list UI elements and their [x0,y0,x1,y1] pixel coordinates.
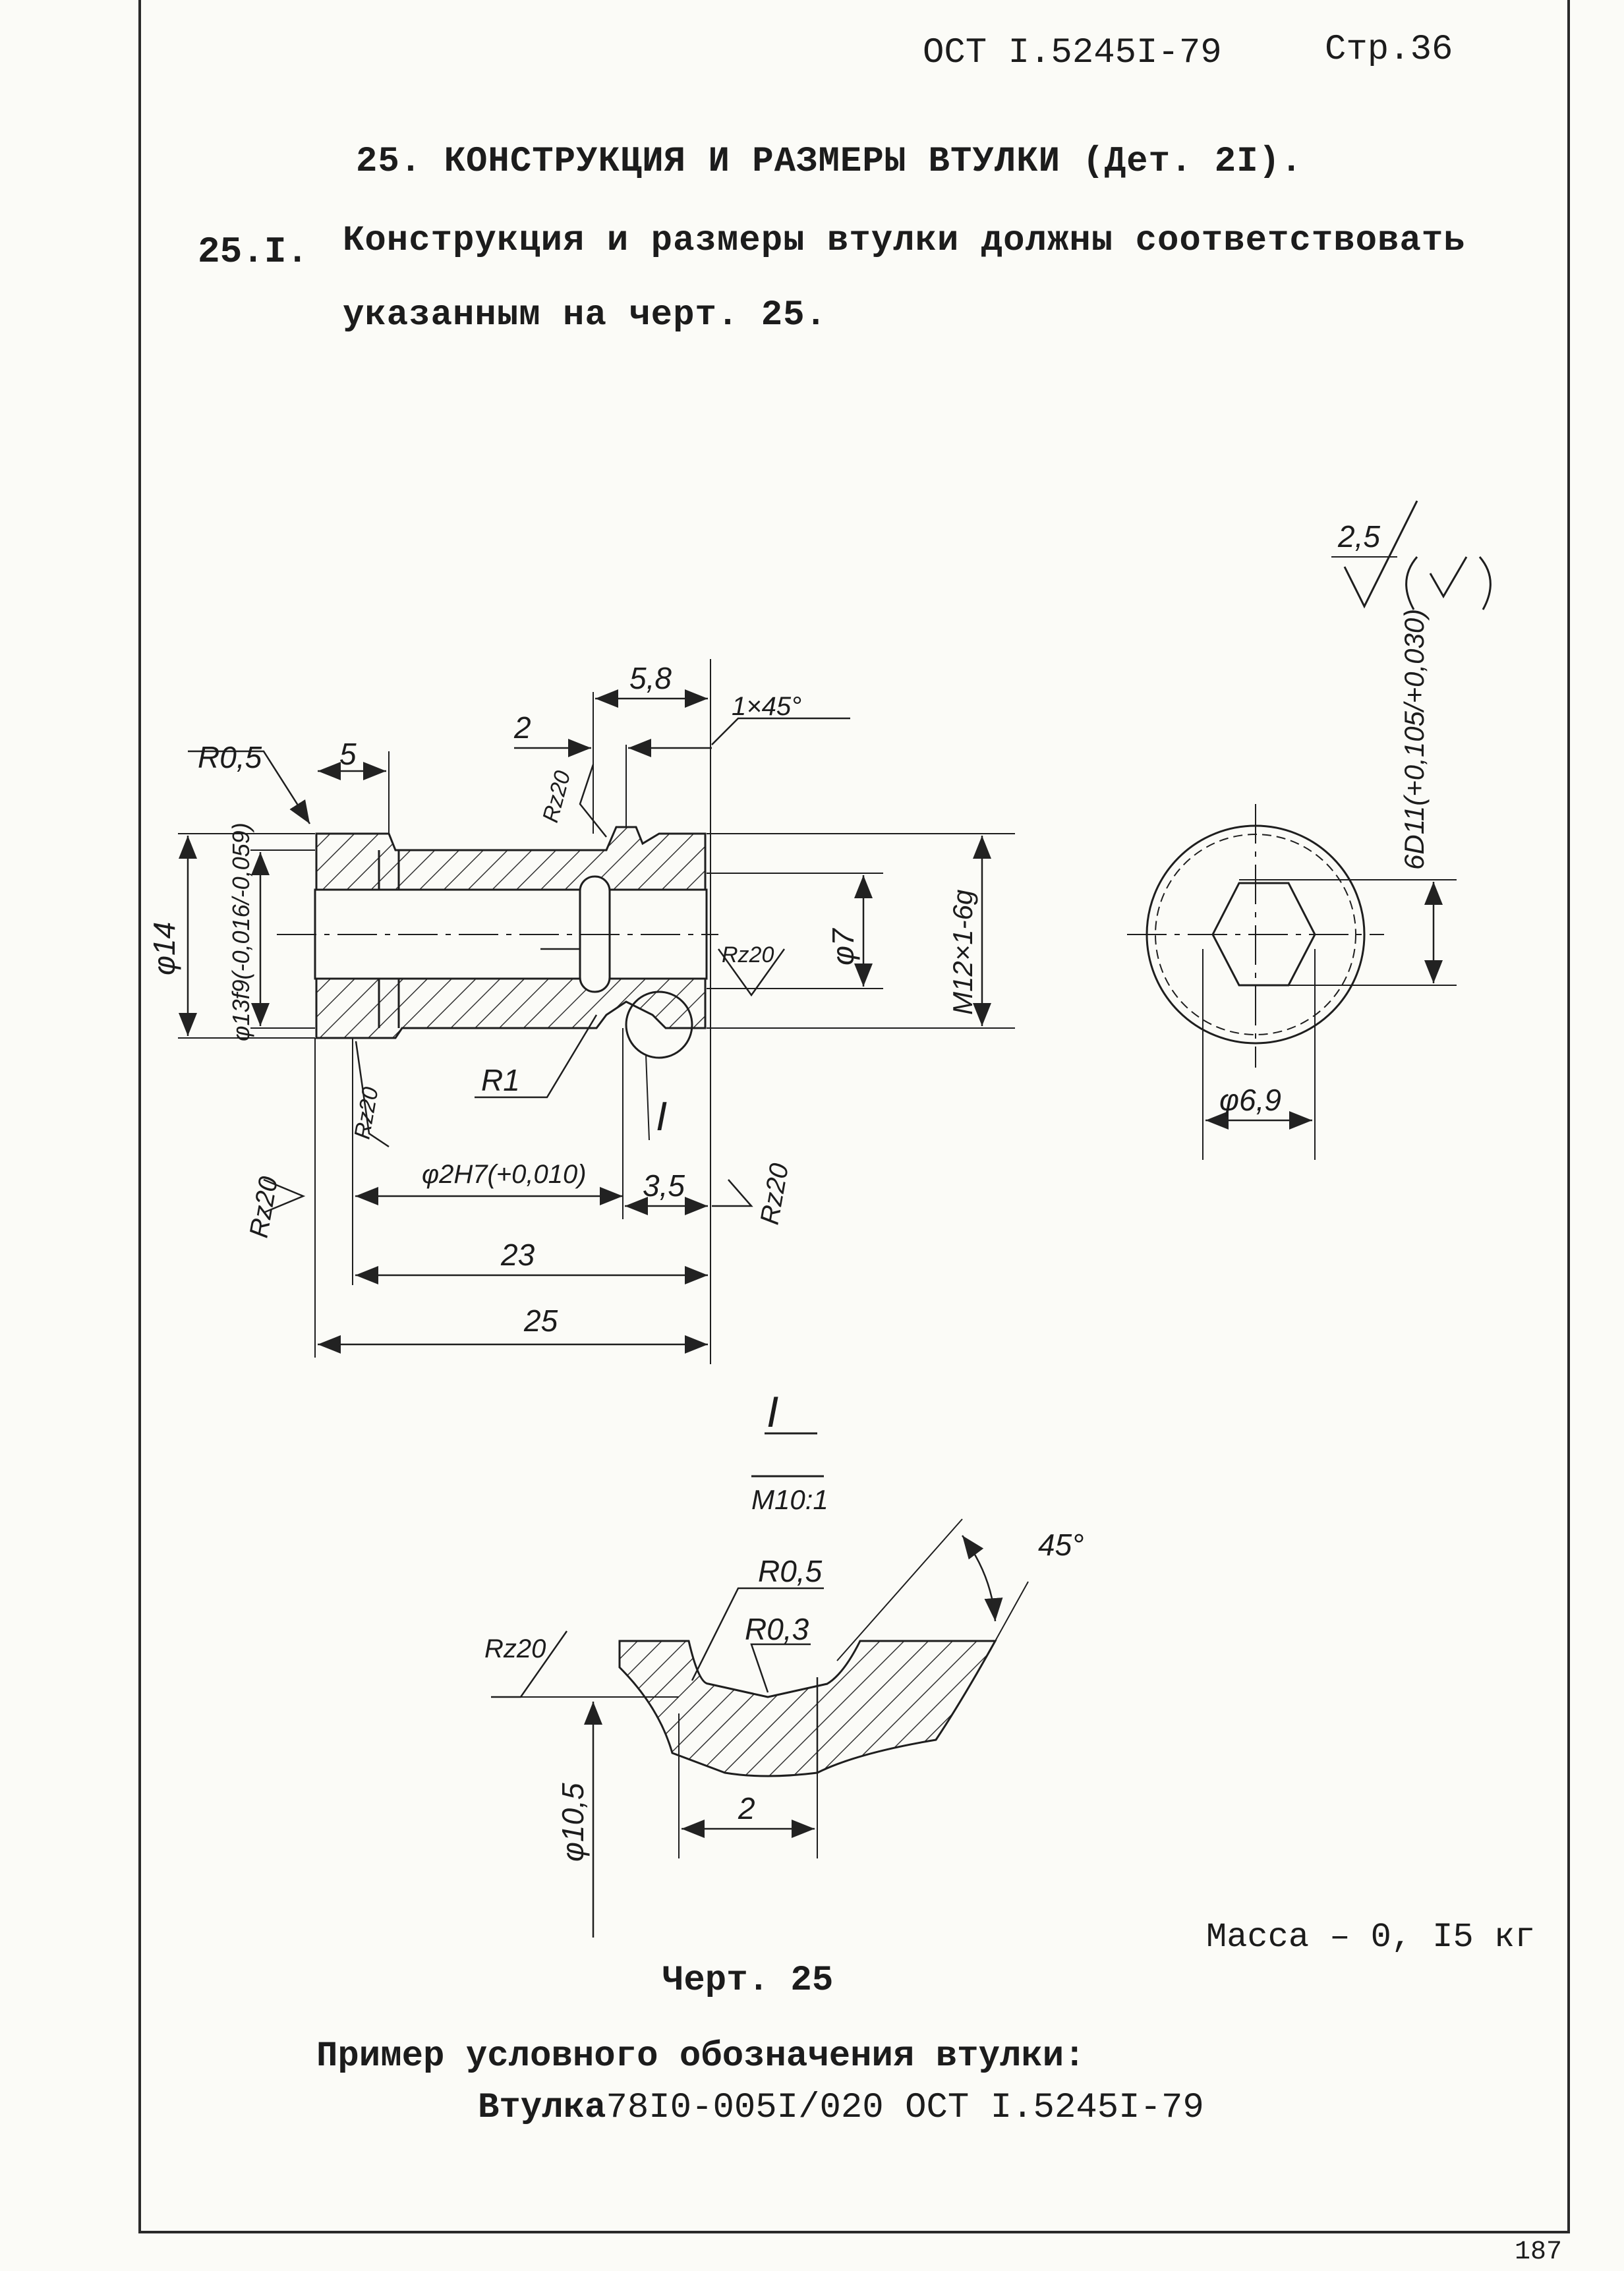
side-view [1127,804,1457,1160]
detail-rz20: Rz20 [484,1634,546,1663]
example-title: Пример условного обозначения втулки: [316,2036,1086,2077]
page-frame [138,0,1570,2233]
detail-label: I [767,1387,778,1436]
roughness-symbol [1331,500,1492,610]
paragraph-number: 25.I. [198,231,309,273]
dim-d6-9: φ6,9 [1219,1083,1281,1117]
mass-label: Масса – 0, I5 кг [1206,1918,1536,1957]
page-number: 187 [1515,2237,1563,2267]
dim-d14: φ14 [147,922,181,975]
dim-d13: φ13f9(-0,016/-0,059) [227,822,254,1041]
dim-chamfer: 1×45° [732,692,801,721]
detail-scale: М10:1 [751,1484,828,1515]
view-label-I: I [656,1094,667,1139]
rz20-right: Rz20 [755,1161,795,1227]
main-view [277,826,718,1059]
rz20-bore: Rz20 [538,768,575,825]
dim-25: 25 [523,1304,558,1338]
example-value: 78I0-005I/020 ОСТ I.5245I-79 [606,2088,1204,2128]
section-title: 25. КОНСТРУКЦИЯ И РАЗМЕРЫ ВТУЛКИ (Дет. 2… [356,142,1303,182]
rz20-face: Rz20 [722,942,774,967]
detail-d10-5: φ10,5 [556,1783,590,1862]
dim-6d11: 6D11(+0,105/+0,030) [1399,609,1430,870]
dim-d7: φ7 [826,928,860,965]
detail-r03: R0,3 [745,1612,809,1646]
dim-r1: R1 [481,1063,520,1097]
roughness-value: 2,5 [1337,519,1380,554]
dim-2: 2 [513,710,531,745]
paragraph-line-1: Конструкция и размеры втулки должны соот… [343,221,1466,261]
dim-5-8: 5,8 [629,661,672,695]
dim-23: 23 [500,1238,535,1272]
dim-r05: R0,5 [198,740,262,774]
detail-angle: 45° [1038,1528,1084,1562]
rz20-left: Rz20 [245,1174,284,1240]
figure-caption: Черт. 25 [662,1961,834,2001]
detail-dim-2: 2 [738,1791,755,1825]
dim-d2h7: φ2H7(+0,010) [422,1160,587,1189]
example-designation: Втулка78I0-005I/020 ОСТ I.5245I-79 [478,2088,1204,2128]
rz20-groove: Rz20 [349,1085,383,1141]
document-code: ОСТ I.5245I-79 [923,33,1222,73]
example-prefix: Втулка [478,2088,606,2128]
detail-r05: R0,5 [758,1554,823,1588]
dim-5: 5 [339,737,357,771]
dim-3-5: 3,5 [643,1168,685,1203]
paragraph-line-2: указанным на черт. 25. [343,295,827,335]
detail-view [491,1432,1029,1938]
page-label: Стр.36 [1325,30,1453,70]
dim-thread: M12×1-6g [947,890,978,1015]
